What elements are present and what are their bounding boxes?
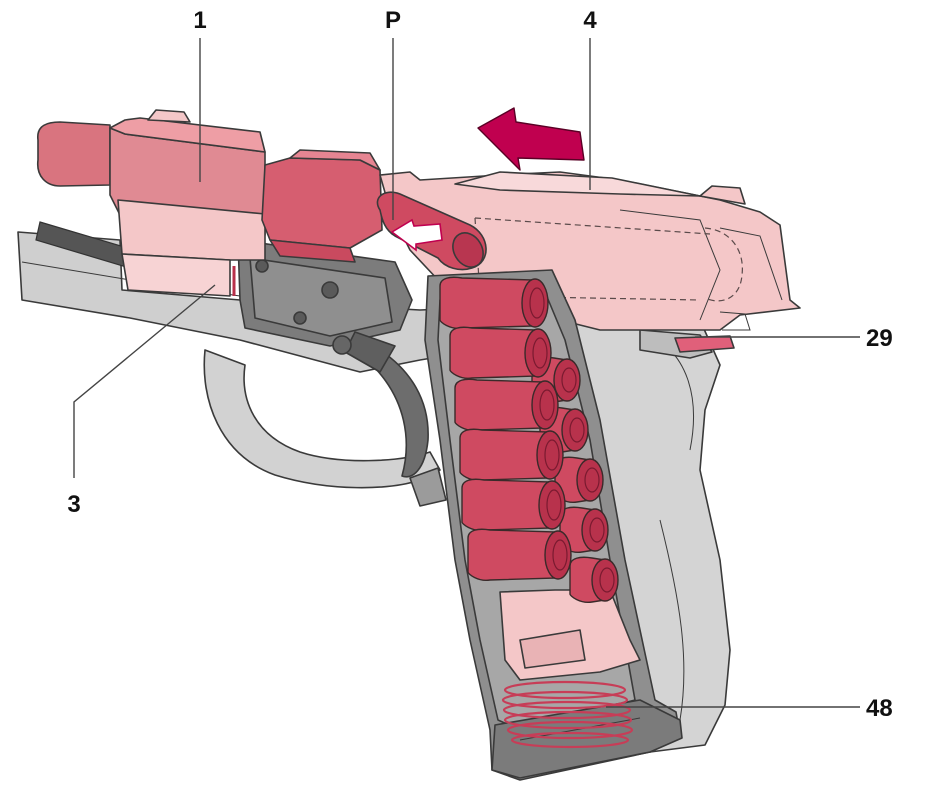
leader-lines [73,38,860,708]
front-sight [147,109,191,123]
callout-slide-stop: 29 [866,325,893,352]
rear-sight [699,185,746,205]
callout-recoil-spring: 3 [67,491,80,518]
cartridge [461,478,566,532]
callout-magazine-spring: 48 [866,695,893,722]
slide-stop-lever [674,335,735,353]
magazine-release [409,467,447,507]
cartridge [454,378,559,432]
cartridge [439,276,549,330]
cartridge [554,456,604,504]
callout-slide: 4 [583,7,597,34]
cartridge [459,428,564,482]
leader-recoil-spring [73,284,216,478]
trigger [374,349,447,507]
magazine-cartridges [439,276,619,604]
callout-cartridge: P [385,7,401,34]
slide-direction-arrow [477,107,585,171]
cartridge [467,528,572,582]
callout-barrel: 1 [193,7,206,34]
chambering-cartridge [376,191,487,271]
barrel [36,109,383,297]
cartridge [449,326,552,380]
feed-arrow [390,218,443,252]
cartridge [569,556,619,604]
locking-block [237,239,413,373]
magazine-spring [501,680,634,749]
